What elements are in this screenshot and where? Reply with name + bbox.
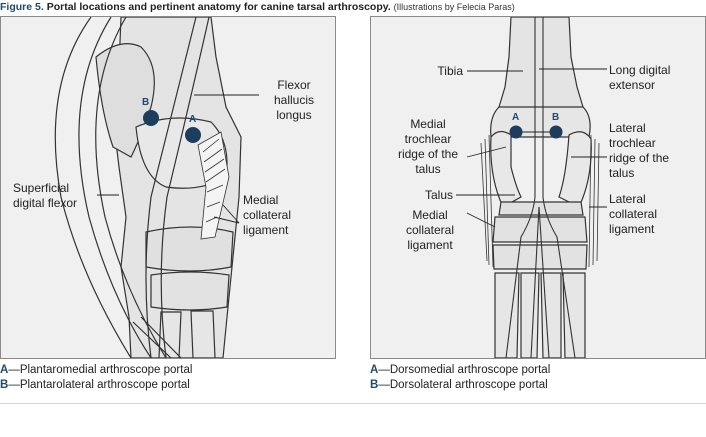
legend-item: A—Dorsomedial arthroscope portal bbox=[370, 364, 551, 376]
figure-caption: Figure 5. Portal locations and pertinent… bbox=[0, 0, 706, 16]
label-lateral-collateral-ligament: Lateral collateral ligament bbox=[609, 192, 658, 236]
label-lateral-trochlear-ridge: Lateral trochlear ridge of the talus bbox=[609, 121, 670, 180]
label-superficial-digital-flexor: Superficial digital flexor bbox=[13, 181, 78, 210]
dorsal-view-panel: A B Tibia Long digital extensor Medial t… bbox=[370, 16, 706, 359]
portal-a-label: A bbox=[189, 114, 197, 125]
plantar-view-panel: B A Flexor hallucis longus Superficial d… bbox=[0, 16, 336, 359]
label-long-digital-extensor: Long digital extensor bbox=[609, 63, 671, 92]
label-talus: Talus bbox=[424, 188, 453, 202]
label-flexor-hallucis-longus: Flexor hallucis longus bbox=[273, 78, 315, 122]
legend-item: B—Dorsolateral arthroscope portal bbox=[370, 379, 548, 391]
portal-a-marker bbox=[185, 127, 201, 143]
portal-b-label: B bbox=[552, 112, 560, 123]
divider bbox=[0, 403, 706, 404]
figure-title: Portal locations and pertinent anatomy f… bbox=[46, 1, 391, 13]
portal-b-marker bbox=[143, 110, 159, 126]
label-tibia: Tibia bbox=[437, 64, 463, 78]
label-medial-collateral-ligament: Medial collateral ligament bbox=[243, 193, 292, 237]
illustration-credit: (Illustrations by Felecia Paras) bbox=[393, 2, 515, 12]
dorsal-view-illustration bbox=[456, 17, 607, 358]
portal-a-marker bbox=[509, 125, 523, 139]
portal-b-marker bbox=[549, 125, 563, 139]
legend-item: A—Plantaromedial arthroscope portal bbox=[0, 364, 193, 376]
plantar-view-illustration bbox=[54, 17, 259, 358]
legend-right: A—Dorsomedial arthroscope portal B—Dorso… bbox=[370, 363, 550, 393]
portal-b-label: B bbox=[142, 97, 150, 108]
legend-left: A—Plantaromedial arthroscope portal B—Pl… bbox=[0, 363, 192, 393]
portal-a-label: A bbox=[512, 112, 520, 123]
figure-label: Figure 5. bbox=[0, 1, 44, 13]
label-medial-collateral-ligament: Medial collateral ligament bbox=[405, 208, 455, 252]
legend-item: B—Plantarolateral arthroscope portal bbox=[0, 379, 190, 391]
label-medial-trochlear-ridge: Medial trochlear ridge of the talus bbox=[397, 117, 459, 176]
